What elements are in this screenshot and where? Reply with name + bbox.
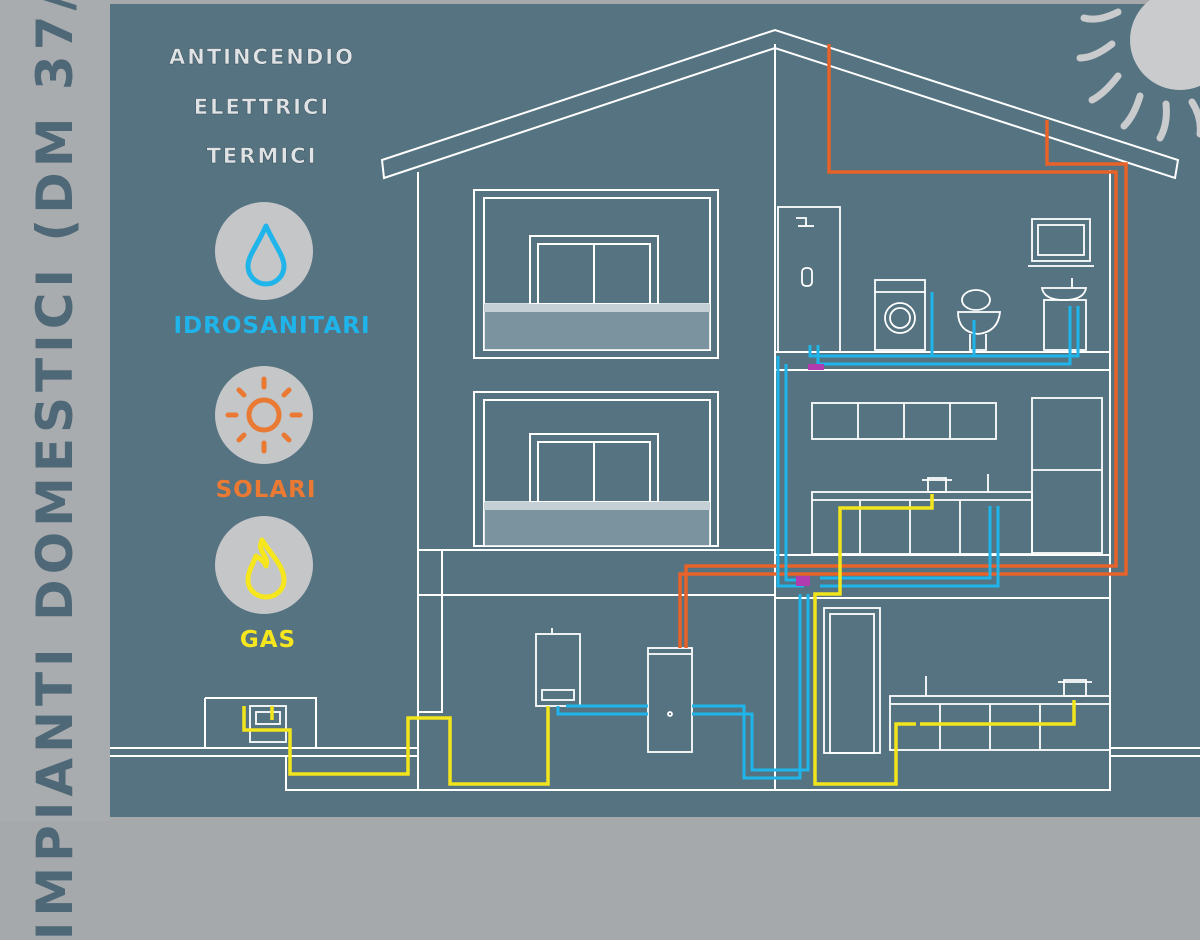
kitchen-lower	[889, 676, 1111, 751]
label-gas: GAS	[240, 627, 296, 653]
storage-tank	[647, 647, 693, 753]
valves	[796, 364, 824, 586]
kitchen-wall-cabinets	[811, 402, 997, 440]
kitchen-counter	[811, 474, 1033, 555]
solari-icon-badge	[215, 366, 313, 464]
house-diagram: ANTINCENDIO ELETTRICI TERMICI IDROSANITA…	[110, 0, 1200, 791]
sun-icon	[225, 376, 303, 454]
idrosanitari-icon-badge	[215, 202, 313, 300]
label-idrosanitari: IDROSANITARI	[173, 313, 370, 339]
door	[823, 607, 881, 754]
interior-fixtures	[249, 206, 1111, 754]
menu-termici: TERMICI	[207, 144, 318, 168]
fridge	[1031, 397, 1103, 554]
side-band: IMPIANTI DOMESTICI (DM 37/08)	[0, 0, 110, 940]
shower	[777, 206, 841, 353]
gas-icon-badge	[215, 516, 313, 614]
flame-icon	[245, 537, 287, 600]
balcony-railing-lower	[483, 501, 711, 547]
balcony-railing-upper	[483, 303, 711, 351]
sun-icon	[1076, 0, 1200, 142]
washing-machine	[874, 279, 926, 351]
gas-meter	[249, 705, 287, 743]
solar-pipes	[678, 44, 1128, 648]
boiler	[535, 628, 581, 707]
label-solari: SOLARI	[216, 477, 317, 503]
menu-elettrici: ELETTRICI	[194, 95, 330, 119]
mirror-sink	[1028, 218, 1094, 351]
menu-antincendio: ANTINCENDIO	[169, 45, 355, 69]
gas-pipes	[242, 494, 1076, 786]
toilet	[957, 289, 1001, 351]
water-drop-icon	[245, 223, 287, 287]
